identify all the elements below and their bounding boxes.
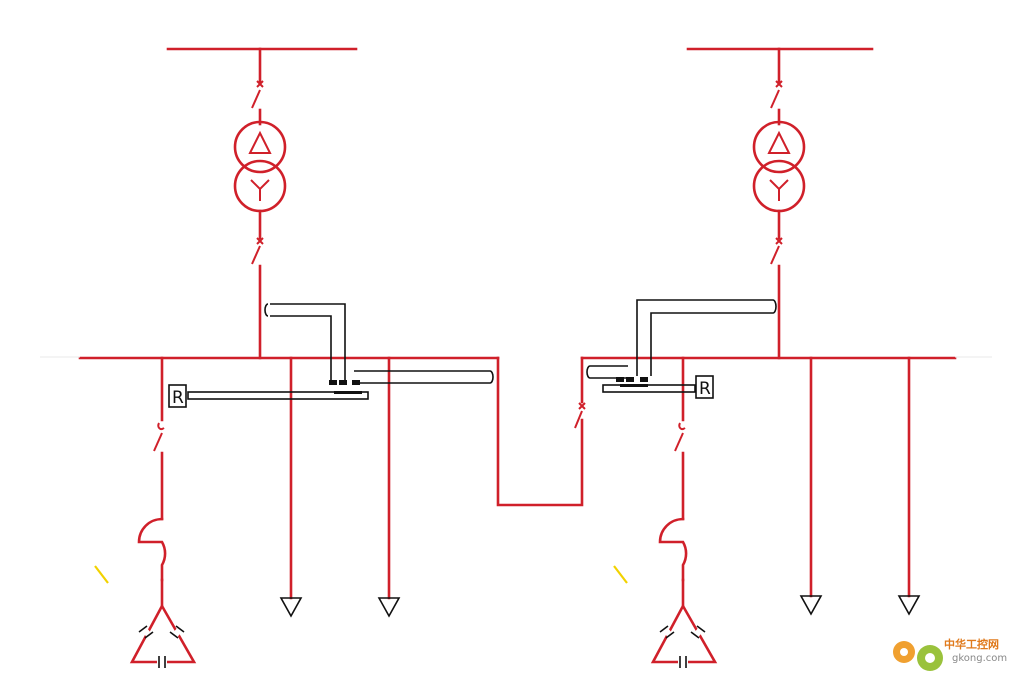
capacitor-icon: [659, 625, 677, 642]
load-arrow-icon: [897, 595, 921, 616]
right-cable-set: [586, 299, 777, 393]
right-section: R: [574, 47, 992, 668]
right-capacitor-triangle: [650, 603, 718, 664]
right-outgoing-feeder-2: [897, 356, 921, 616]
capacitor-icon: [678, 656, 688, 668]
left-upper-breaker: [251, 80, 264, 126]
wye-winding-icon: [769, 179, 789, 201]
left-outgoing-feeder-2: [377, 356, 401, 618]
left-capacitor-triangle: [129, 603, 197, 664]
right-resistor: R: [695, 375, 714, 399]
right-transformer: [752, 120, 806, 213]
arc-suppression-coil: [658, 517, 688, 582]
resistor-label: R: [172, 388, 184, 408]
right-lower-breaker: [770, 237, 783, 360]
wye-winding-icon: [250, 179, 270, 201]
left-section: R: [40, 47, 584, 668]
bus-tie-breaker: [574, 356, 586, 429]
left-cable-set: [187, 303, 494, 400]
load-arrow-icon: [279, 597, 303, 618]
left-transformer: [233, 120, 287, 213]
delta-winding-icon: [767, 130, 791, 154]
capacitor-icon: [689, 625, 706, 642]
arc-suppression-coil: [137, 517, 167, 582]
left-marker: [94, 565, 109, 584]
right-grounding-feeder: [613, 356, 718, 668]
left-lower-breaker: [251, 237, 264, 360]
left-resistor: R: [168, 384, 187, 408]
load-arrow-icon: [799, 595, 823, 616]
capacitor-icon: [168, 625, 185, 642]
right-marker: [613, 565, 628, 584]
resistor-label: R: [699, 379, 711, 399]
right-outgoing-feeder-1: [799, 356, 823, 616]
watermark-name: 中华工控网: [944, 637, 999, 651]
bus-tie-loop: [496, 356, 584, 507]
watermark: 中华工控网 gkong.com: [893, 637, 1007, 671]
left-grounding-feeder: [94, 356, 197, 668]
gear-icon: [893, 641, 943, 671]
right-upper-breaker: [770, 80, 783, 126]
delta-winding-icon: [248, 130, 272, 154]
capacitor-icon: [138, 625, 156, 642]
watermark-site: gkong.com: [952, 653, 1007, 664]
left-outgoing-feeder-1: [279, 356, 303, 618]
capacitor-icon: [157, 656, 167, 668]
load-arrow-icon: [377, 597, 401, 618]
